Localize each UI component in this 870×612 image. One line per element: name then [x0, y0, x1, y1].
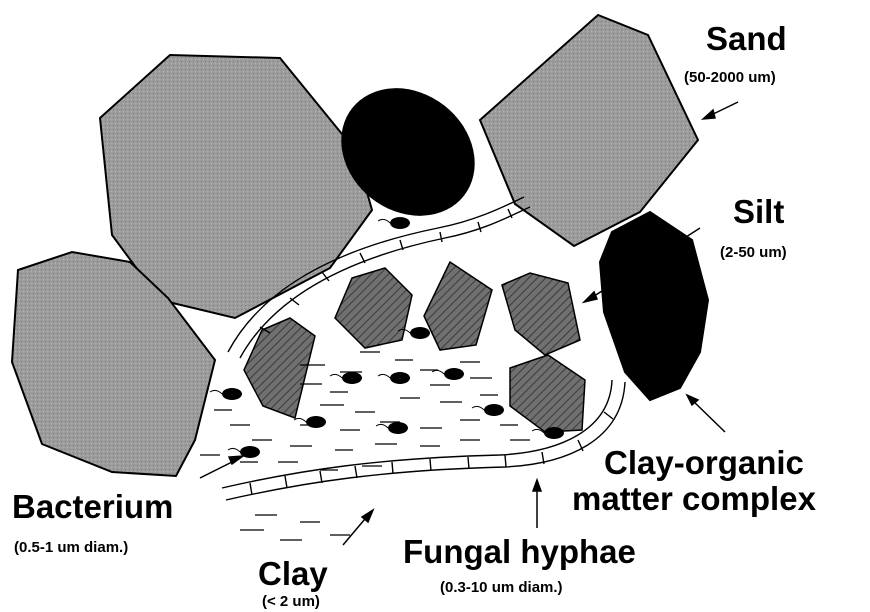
silt-particle-right	[600, 212, 708, 400]
hyphae-label: Fungal hyphae	[403, 533, 636, 570]
bacterium-label: Bacterium	[12, 488, 173, 525]
complex-label-line1: Clay-organic	[604, 444, 804, 481]
sand-size-label: (50-2000 um)	[684, 69, 776, 86]
hyphae-size-label: (0.3-10 um diam.)	[440, 579, 563, 596]
complex-piece-3	[502, 273, 580, 355]
clay-size-label: (< 2 um)	[262, 593, 320, 610]
complex-piece-1	[335, 268, 412, 348]
sand-particle-top-right	[480, 15, 698, 246]
complex-label-line2: matter complex	[572, 480, 817, 517]
complex-piece-4	[244, 318, 315, 418]
silt-label: Silt	[733, 193, 784, 230]
bacterium-size-label: (0.5-1 um diam.)	[14, 539, 128, 556]
clay-label: Clay	[258, 555, 328, 592]
complex-piece-5	[510, 355, 585, 432]
sand-label: Sand	[706, 20, 787, 57]
silt-size-label: (2-50 um)	[720, 244, 787, 261]
complex-piece-2	[424, 262, 492, 350]
